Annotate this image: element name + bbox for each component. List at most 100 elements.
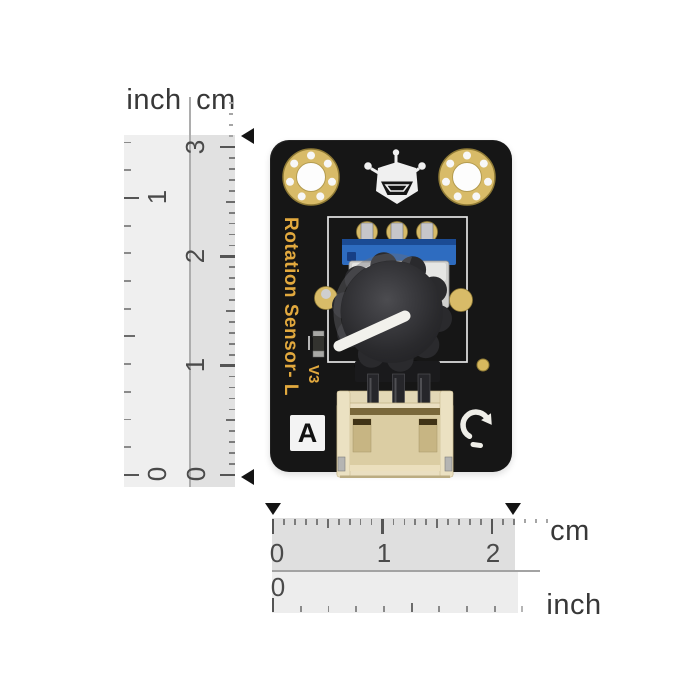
- h-inch-tick: [271, 598, 275, 612]
- v-cm-tick: [220, 145, 235, 149]
- h-cm-tick: [348, 519, 351, 525]
- board-side-text: Rotation Sensor- L: [280, 217, 301, 396]
- h-cm-tick-dot: [545, 519, 548, 523]
- h-cm-tick: [425, 519, 428, 525]
- h-inch-tick: [355, 605, 358, 612]
- rotation-arrow-icon: [460, 409, 492, 448]
- bottom-extent-marker-icon: [241, 469, 254, 485]
- v-inch-tick: [124, 141, 131, 144]
- v-cm-tick: [226, 200, 235, 203]
- horizontal-ruler-cm-band: [272, 518, 515, 571]
- h-cm-tick: [458, 519, 461, 525]
- smd-resistor: [308, 330, 325, 358]
- v-cm-tick-dot: [229, 124, 233, 127]
- h-cm-tick: [283, 519, 285, 525]
- top-extent-marker-icon: [241, 128, 254, 144]
- v-inch-tick: [124, 169, 131, 172]
- h-inch-tick: [521, 605, 524, 612]
- v-cm-tick: [229, 244, 235, 247]
- v-inch-tick: [124, 196, 139, 200]
- v-cm-tick: [229, 189, 235, 192]
- h-cm-tick: [392, 519, 395, 525]
- v-inch-tick: [124, 446, 131, 449]
- inch-label-1: 1: [142, 189, 172, 205]
- h-inch-tick: [327, 605, 330, 612]
- v-cm-tick-dot: [229, 113, 233, 116]
- v-cm-tick: [229, 211, 235, 214]
- v-inch-tick: [124, 363, 131, 366]
- h-cm-tick: [502, 519, 504, 525]
- h-cm-tick: [337, 519, 340, 525]
- v-inch-tick: [124, 280, 131, 282]
- h-cm-tick: [359, 519, 362, 525]
- cm-label-1: 1: [180, 357, 210, 373]
- v-cm-tick: [229, 266, 235, 269]
- cm-h-label-1: 1: [376, 538, 392, 568]
- v-cm-tick: [229, 321, 235, 323]
- v-cm-tick: [229, 342, 235, 345]
- v-inch-tick: [124, 473, 139, 477]
- v-inch-tick: [124, 224, 131, 227]
- v-cm-tick: [229, 441, 235, 444]
- h-cm-tick: [381, 519, 384, 534]
- v-cm-tick-dot: [229, 135, 233, 138]
- v-cm-tick-dot: [229, 102, 233, 105]
- v-cm-tick: [226, 310, 235, 312]
- v-inch-tick: [124, 390, 131, 393]
- horizontal-ruler-cm-label: cm: [550, 515, 590, 547]
- potentiometer-knob: [332, 252, 452, 372]
- cm-h-label-2: 2: [485, 538, 501, 568]
- v-cm-tick: [229, 222, 235, 225]
- v-cm-tick: [220, 364, 235, 367]
- v-cm-tick: [229, 463, 235, 465]
- v-cm-tick: [229, 397, 235, 400]
- inch-h-label-0: 0: [270, 572, 286, 602]
- h-cm-tick-dot: [534, 519, 537, 523]
- v-inch-tick: [124, 335, 135, 338]
- solder-blob: [321, 289, 331, 299]
- h-inch-tick: [299, 605, 302, 612]
- h-cm-tick: [414, 519, 417, 525]
- v-cm-tick: [226, 419, 235, 422]
- test-point-pad: [476, 358, 490, 372]
- v-cm-tick: [220, 473, 235, 477]
- v-cm-tick: [229, 157, 235, 159]
- right-extent-marker-icon: [505, 503, 521, 515]
- vertical-ruler-inch-band: [124, 135, 189, 487]
- horizontal-ruler-inch-band: [272, 571, 518, 613]
- v-inch-tick: [124, 307, 131, 310]
- h-cm-tick: [403, 519, 406, 525]
- cm-label-3: 3: [180, 139, 210, 155]
- h-cm-tick: [294, 519, 296, 525]
- mounting-hole-left: [282, 148, 340, 206]
- v-cm-tick: [229, 430, 235, 433]
- v-inch-tick: [124, 252, 131, 255]
- cm-label-0: 0: [181, 466, 211, 482]
- h-cm-tick-dot: [523, 519, 526, 523]
- h-cm-tick: [513, 519, 515, 525]
- h-cm-tick: [480, 519, 482, 525]
- v-cm-tick: [229, 288, 235, 291]
- h-cm-tick: [304, 519, 307, 525]
- pot-side-pad-right: [449, 288, 473, 312]
- dfrobot-logo-icon: [364, 149, 426, 204]
- v-cm-tick: [229, 167, 235, 170]
- v-cm-tick: [229, 408, 235, 411]
- h-inch-tick: [382, 605, 385, 612]
- h-inch-tick: [410, 603, 413, 612]
- v-cm-tick: [229, 375, 235, 378]
- v-cm-tick: [229, 331, 235, 334]
- cm-h-label-0: 0: [269, 538, 285, 568]
- v-cm-tick: [229, 353, 235, 356]
- horizontal-ruler-divider: [272, 570, 540, 572]
- corner-label-a: A: [297, 418, 318, 448]
- h-cm-tick: [326, 519, 329, 528]
- h-inch-tick: [493, 605, 496, 612]
- h-cm-tick: [436, 519, 439, 528]
- board-version-text: V3: [305, 365, 322, 384]
- module-graphics: [282, 148, 496, 478]
- v-cm-tick: [229, 299, 235, 301]
- jst-connector: [336, 390, 454, 478]
- v-inch-tick: [124, 418, 131, 421]
